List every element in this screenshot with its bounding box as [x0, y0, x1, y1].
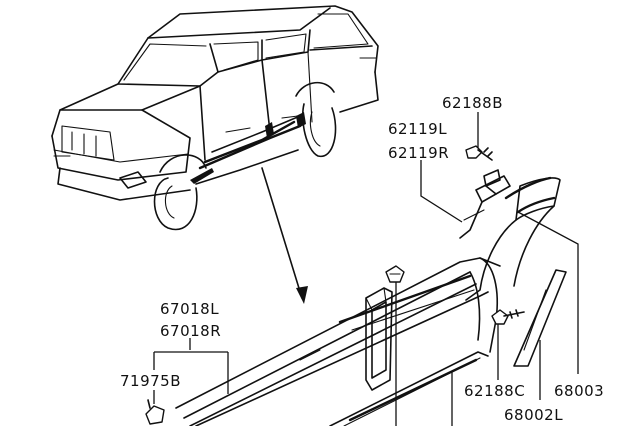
leader-lines [153, 112, 579, 426]
label-62119L: 62119L [388, 120, 447, 138]
label-62188C: 62188C [464, 382, 525, 400]
fender-flare-part [459, 175, 561, 301]
part-number-labels: 62188B 62119L 62119R 67018L 67018R 71975… [120, 94, 604, 424]
label-67018L: 67018L [160, 300, 219, 318]
label-68003: 68003 [554, 382, 604, 400]
label-68002L: 68002L [504, 406, 563, 424]
mounting-bracket-part [365, 287, 393, 391]
rear-molding-part [513, 269, 567, 367]
clip-sill-top [385, 265, 405, 283]
label-62119R: 62119R [388, 144, 449, 162]
clip-62188C [491, 309, 525, 325]
vehicle-illustration [51, 5, 379, 231]
label-67018R: 67018R [160, 322, 221, 340]
side-sill-molding-part [175, 257, 501, 426]
label-71975B: 71975B [120, 372, 181, 390]
label-62188B: 62188B [442, 94, 503, 112]
clip-upper-bracket [483, 169, 501, 195]
clip-62188B [465, 145, 493, 161]
clip-71975B [145, 399, 165, 425]
direction-arrow [261, 167, 308, 304]
